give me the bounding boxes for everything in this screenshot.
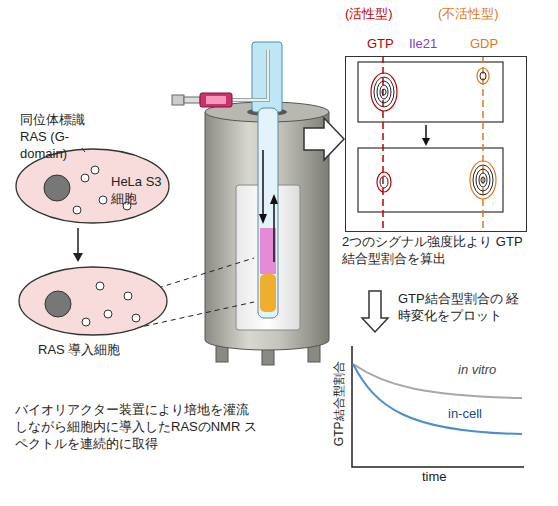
peak-label: (不活性型) [438,6,499,23]
panel-frame [345,56,527,232]
cell-outline [18,266,168,336]
arrow-line [73,228,83,262]
peak-label: GTP [367,36,394,53]
node-text: 2つのシグナル強度比より GTP結合型割合を算出 [342,234,527,268]
edge-label: GTP結合型割合の 経時変化をプロット [398,291,526,325]
peak-label: GDP [470,36,498,53]
bioreactor [172,42,329,365]
node-text: RAS 導入細胞 [38,342,120,359]
node-text: HeLa S3 細胞 [111,174,163,208]
flow-arrow [362,291,388,332]
nmr-spectra [358,56,503,230]
node-text: 同位体標識 RAS (G-domain) [20,112,112,163]
cell-ellipse: 同位体標識 RAS (G-domain)HeLa S3 細胞 [15,148,170,224]
node-text: in vitro [458,362,496,379]
peak-label: (活性型) [345,6,393,23]
time-course-plot: GTP結合型割合 time in vitro in-cell [330,338,530,490]
node-text: GTP結合型割合 [331,362,347,447]
note-text: バイオリアクター装置により培地を灌流 しながら細胞内に導入したRASのNMR ス… [15,402,260,453]
peak-label: Ile21 [409,36,437,53]
leader-line [158,258,254,288]
node-text: in-cell [448,406,482,423]
node-text: time [422,469,447,486]
spectra-panel: 2つのシグナル強度比より GTP結合型割合を算出 [340,52,532,267]
flow-arrow [304,118,344,160]
cell-ellipse: RAS 導入細胞 [18,266,168,336]
plot-axes [330,338,530,490]
